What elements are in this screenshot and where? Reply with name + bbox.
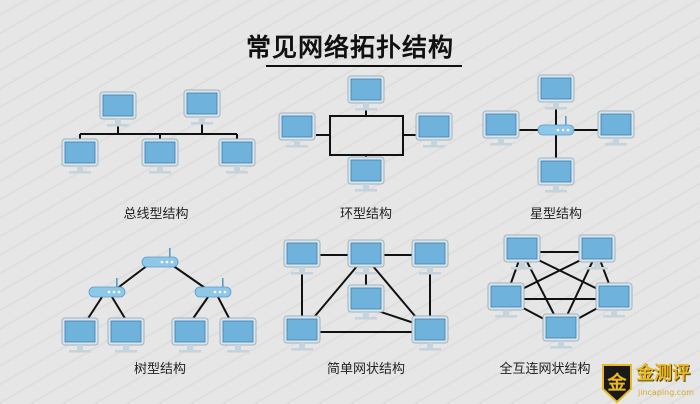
computer-icon (183, 89, 221, 125)
computer-icon (141, 138, 179, 174)
logo-badge-icon: 金 (602, 364, 632, 404)
computer-icon (578, 234, 616, 270)
computer-icon (61, 317, 99, 353)
computer-icon (347, 284, 385, 320)
computer-icon (537, 157, 575, 193)
computer-icon (99, 91, 137, 127)
computer-icon (487, 282, 525, 318)
page-title: 常见网络拓扑结构 (245, 33, 454, 62)
computer-icon (415, 112, 453, 148)
computer-icon (61, 138, 99, 174)
computer-icon (283, 315, 321, 351)
computer-icon (107, 317, 145, 353)
caption-full-mesh: 全互连网状结构 (499, 361, 590, 377)
caption-star: 星型结构 (530, 207, 582, 222)
computer-icon (597, 110, 635, 146)
logo: 金 金测评 jincaping.com (600, 362, 700, 404)
caption-ring: 环型结构 (340, 207, 392, 222)
caption-tree: 树型结构 (134, 362, 186, 377)
router-icon (194, 277, 232, 298)
computer-icon (347, 75, 385, 111)
caption-mesh: 简单网状结构 (327, 361, 405, 377)
computer-icon (278, 112, 316, 148)
computer-icon (218, 138, 256, 174)
computer-icon (171, 317, 209, 353)
ring-topology (316, 104, 416, 165)
computer-icon (219, 317, 257, 353)
computer-icon (542, 313, 580, 349)
computer-icon (503, 234, 541, 270)
logo-text: 金测评 (636, 363, 690, 384)
computer-icon (482, 110, 520, 146)
computer-icon (283, 239, 321, 275)
title-underline (266, 65, 462, 67)
computer-icon (411, 315, 449, 351)
tree-topology (86, 264, 231, 321)
computer-icon (537, 74, 575, 110)
logo-subtext: jincaping.com (638, 388, 694, 397)
computer-icon (347, 156, 385, 192)
svg-text:金: 金 (606, 371, 627, 394)
router-icon (141, 247, 179, 268)
computer-icon (411, 239, 449, 275)
caption-bus: 总线型结构 (123, 207, 188, 222)
router-icon (88, 277, 126, 298)
computer-icon (595, 282, 633, 318)
